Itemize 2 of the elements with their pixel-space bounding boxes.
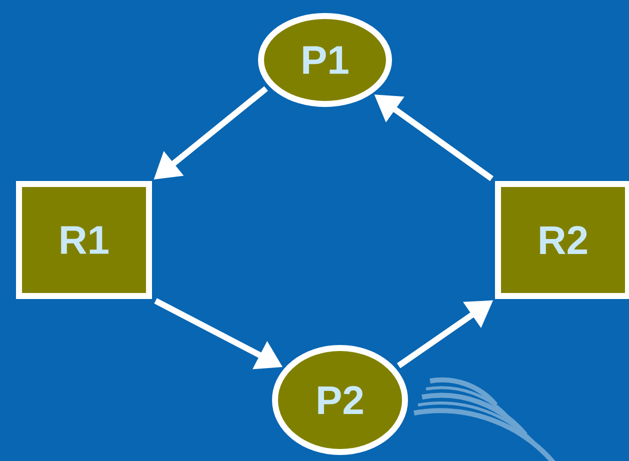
- resource-box: R2: [495, 181, 629, 299]
- resource-box: R1: [16, 181, 152, 299]
